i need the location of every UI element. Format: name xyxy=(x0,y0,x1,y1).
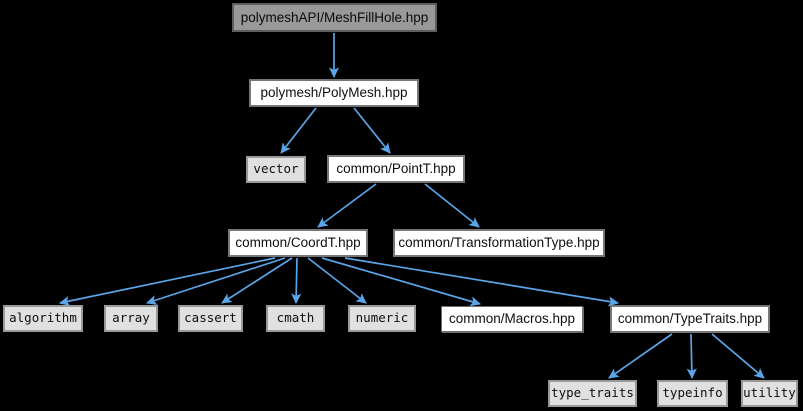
graph-node-typetraits[interactable]: common/TypeTraits.hpp xyxy=(610,305,770,333)
graph-node-label: numeric xyxy=(355,310,409,326)
graph-node-utility[interactable]: utility xyxy=(741,380,798,407)
edge-coordt-to-cassert xyxy=(221,257,293,304)
graph-node-numeric[interactable]: numeric xyxy=(348,305,416,332)
edge-pointt-to-transformationtype xyxy=(424,183,480,228)
graph-node-polymesh[interactable]: polymesh/PolyMesh.hpp xyxy=(249,79,419,107)
edge-coordt-to-cmath xyxy=(291,257,302,305)
graph-node-label: utility xyxy=(743,385,796,401)
graph-node-type_traits[interactable]: type_traits xyxy=(548,380,637,407)
graph-node-macros[interactable]: common/Macros.hpp xyxy=(441,306,583,332)
graph-node-cassert[interactable]: cassert xyxy=(178,305,243,332)
edge-pointt-to-coordt xyxy=(317,183,377,228)
edge-coordt-to-typetraits xyxy=(344,257,620,307)
graph-node-label: cmath xyxy=(276,310,315,326)
graph-node-label: common/TypeTraits.hpp xyxy=(617,311,763,327)
graph-node-cmath[interactable]: cmath xyxy=(266,305,325,332)
graph-node-label: array xyxy=(112,310,150,326)
graph-node-label: polymeshAPI/MeshFillHole.hpp xyxy=(240,9,429,25)
graph-node-label: common/CoordT.hpp xyxy=(235,235,361,251)
graph-node-typeinfo[interactable]: typeinfo xyxy=(657,380,728,407)
edge-coordt-to-algorithm xyxy=(59,257,276,307)
graph-node-label: common/Macros.hpp xyxy=(448,311,576,327)
graph-node-coordt[interactable]: common/CoordT.hpp xyxy=(228,229,368,257)
graph-node-label: polymesh/PolyMesh.hpp xyxy=(260,85,408,101)
edge-typetraits-to-utility xyxy=(711,333,765,379)
edge-typetraits-to-type_traits xyxy=(608,333,673,379)
graph-node-label: common/TransformationType.hpp xyxy=(398,235,600,251)
graph-node-array[interactable]: array xyxy=(104,305,158,332)
graph-node-transformationtype[interactable]: common/TransformationType.hpp xyxy=(393,229,605,257)
edge-typetraits-to-typeinfo xyxy=(686,333,697,380)
edge-coordt-to-array xyxy=(146,257,286,305)
graph-node-vector[interactable]: vector xyxy=(246,156,306,183)
graph-node-label: typeinfo xyxy=(662,385,723,401)
edge-polymesh-to-pointt xyxy=(353,107,391,154)
edge-polymesh-to-vector xyxy=(280,107,317,154)
graph-node-algorithm[interactable]: algorithm xyxy=(3,305,83,332)
graph-node-meshfillhole[interactable]: polymeshAPI/MeshFillHole.hpp xyxy=(232,3,437,32)
graph-node-label: algorithm xyxy=(9,310,77,326)
graph-node-label: type_traits xyxy=(551,385,634,401)
graph-node-label: cassert xyxy=(184,310,237,326)
graph-node-label: vector xyxy=(253,161,299,177)
edge-coordt-to-numeric xyxy=(307,257,367,304)
graph-node-pointt[interactable]: common/PointT.hpp xyxy=(327,155,465,183)
graph-node-label: common/PointT.hpp xyxy=(336,161,456,177)
edge-coordt-to-macros xyxy=(321,257,481,307)
